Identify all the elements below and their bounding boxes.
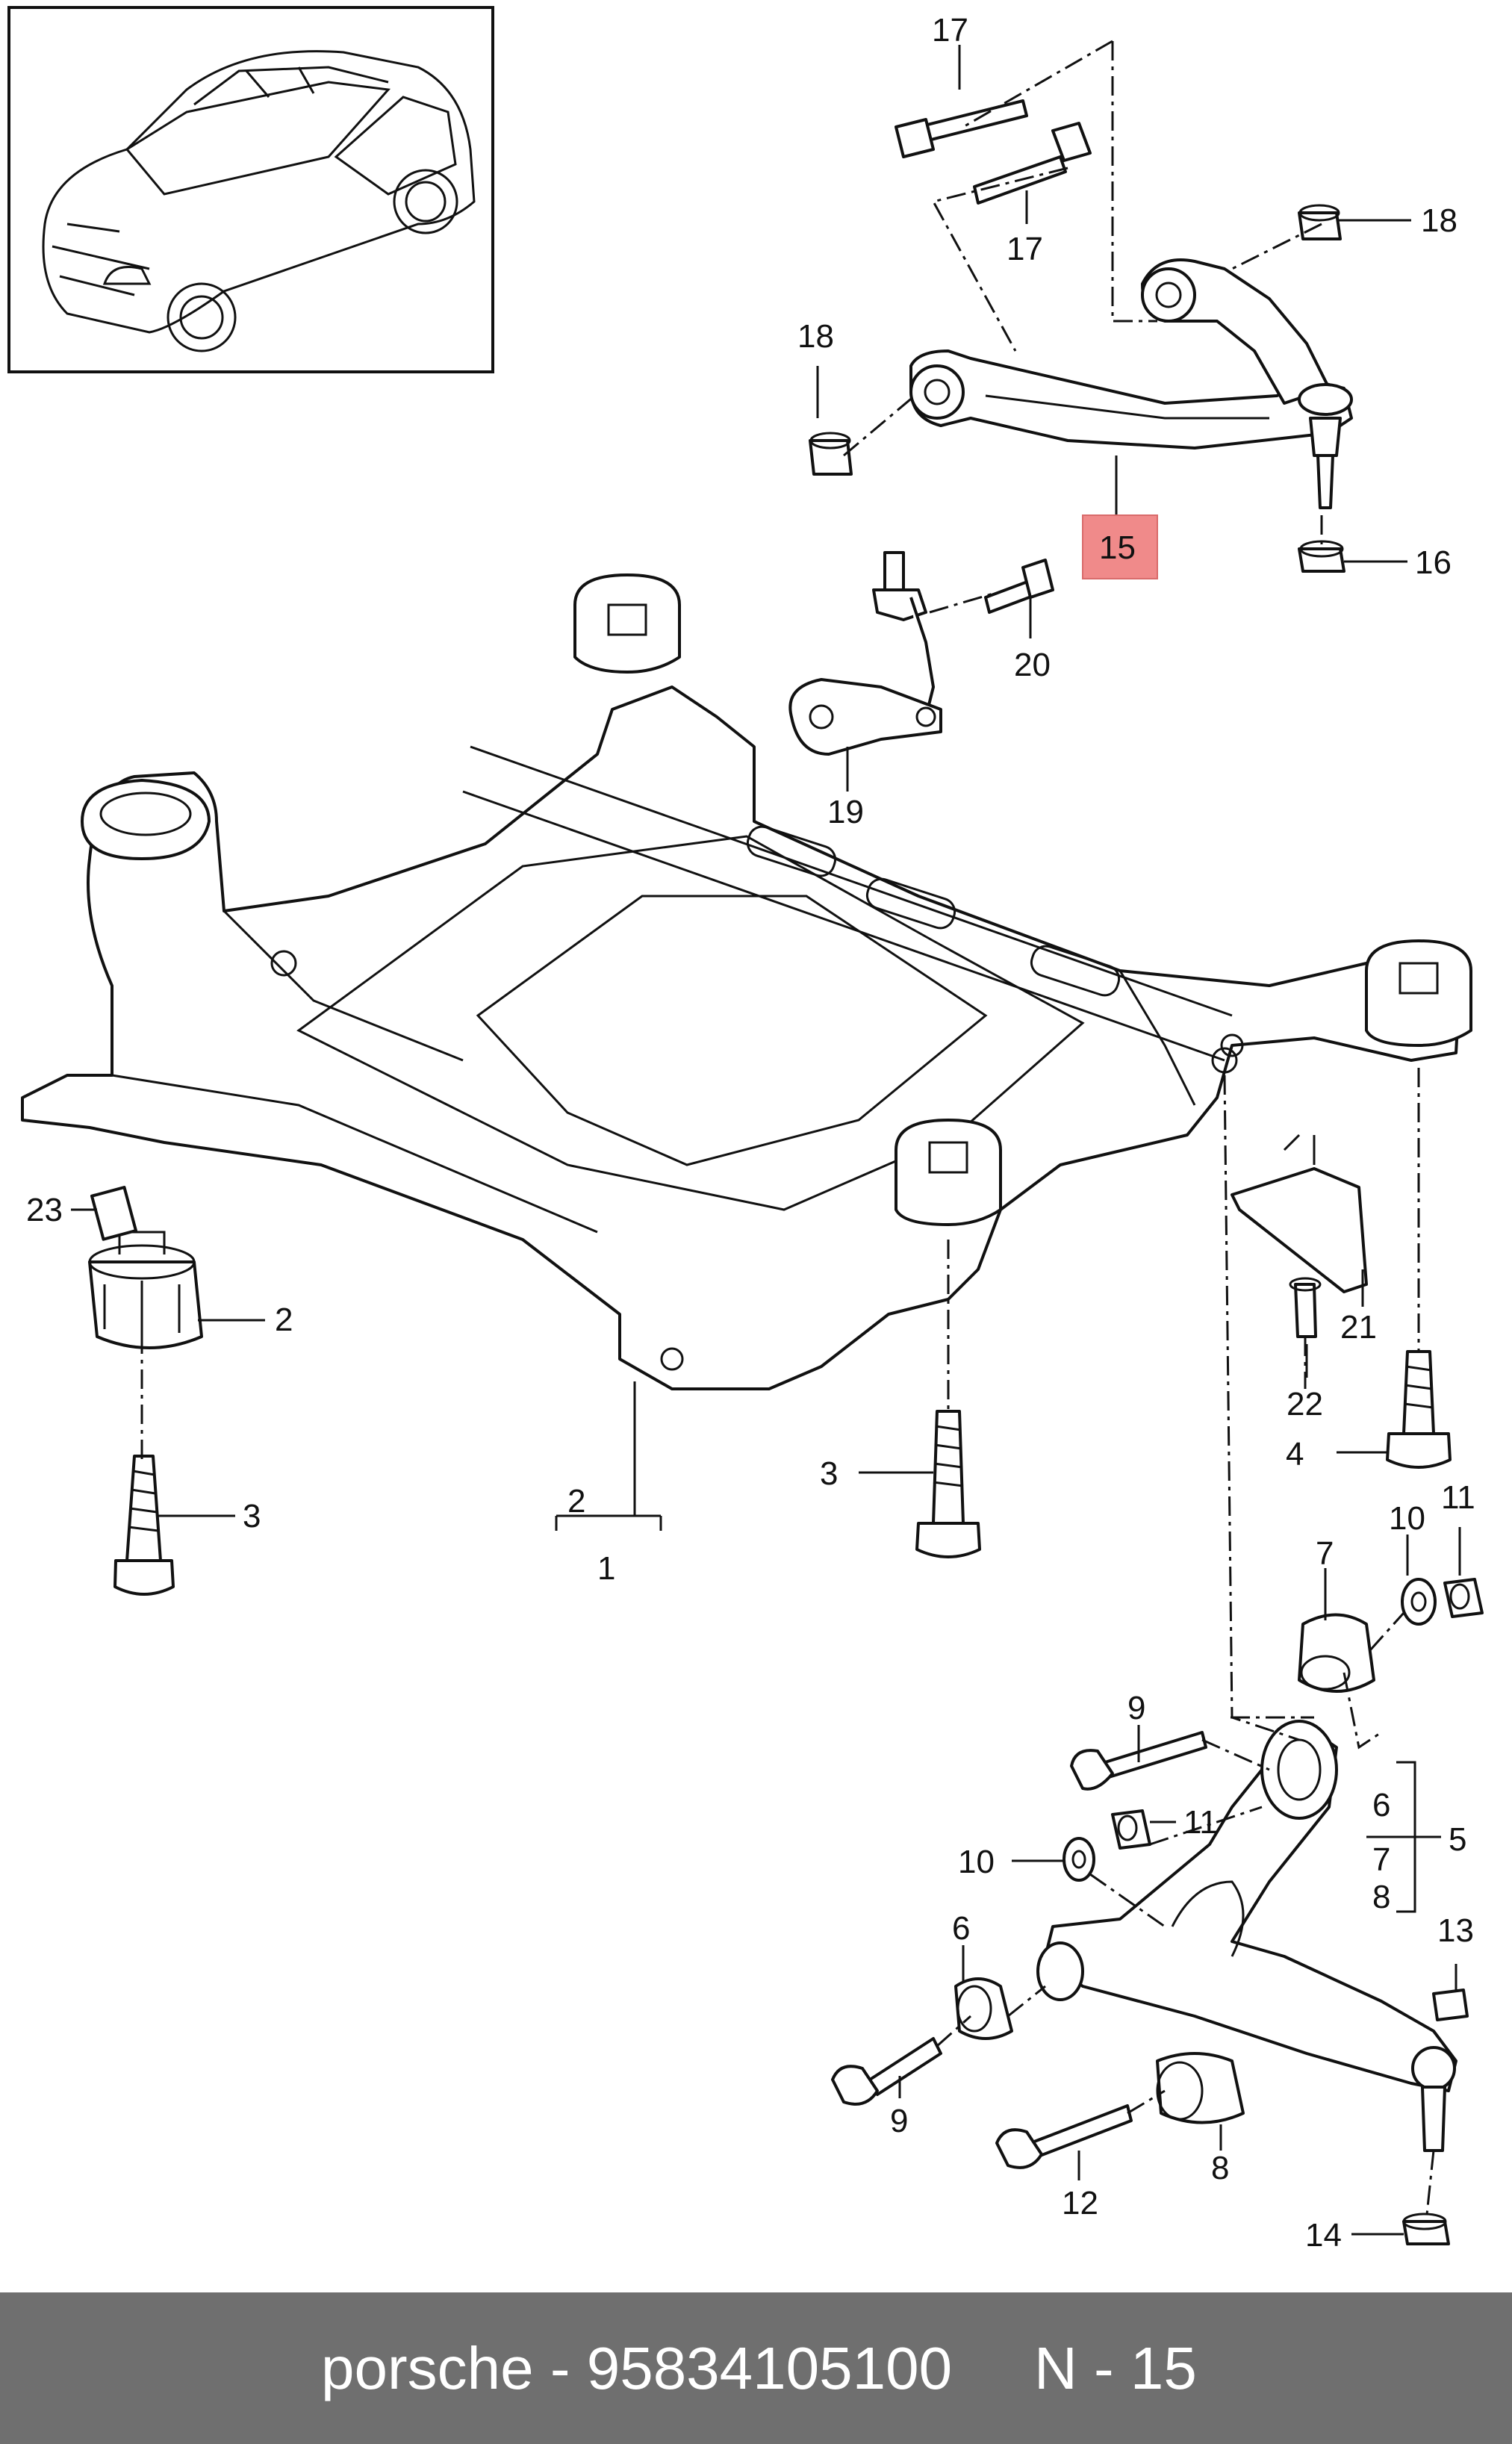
highlight-box — [1082, 514, 1158, 579]
callout-10-top: 10 — [1389, 1500, 1425, 1537]
callout-23: 23 — [26, 1192, 63, 1228]
callout-9-top: 9 — [1127, 1690, 1145, 1726]
callout-5: 5 — [1449, 1821, 1466, 1858]
bushing-7-upper — [1298, 1613, 1375, 1693]
subframe — [21, 573, 1472, 1390]
callout-6-lower: 6 — [952, 1910, 970, 1947]
bushing-8-lower — [1156, 2052, 1245, 2124]
bolt-17-lower — [973, 122, 1092, 205]
level-sensor — [788, 551, 942, 756]
callout-18-right: 18 — [1421, 202, 1457, 239]
subframe-bushing — [88, 1186, 203, 1349]
footer-bar: porsche - 95834105100 N - 15 — [0, 2292, 1512, 2444]
parts-diagram: 17 17 18 18 15 16 20 19 23 2 3 2 1 3 21 … — [7, 6, 1484, 2254]
bolt-9-upper — [1070, 1731, 1207, 1791]
callout-2-center: 2 — [567, 1483, 585, 1520]
nut-11-mid — [1111, 1809, 1151, 1850]
washer-10-upper — [1401, 1578, 1437, 1626]
bracket-21 — [1231, 1134, 1368, 1338]
callout-6-bracket: 6 — [1372, 1787, 1390, 1823]
callout-11-top: 11 — [1441, 1479, 1475, 1516]
callout-2-left: 2 — [275, 1302, 293, 1338]
callout-20: 20 — [1014, 647, 1051, 683]
bolt-17-upper — [895, 99, 1028, 158]
footer-diagram-ref: N - 15 — [1034, 2334, 1197, 2401]
callout-17-mid: 17 — [1007, 231, 1043, 267]
sensor-bolt — [984, 559, 1054, 614]
nut-18-right — [1298, 204, 1342, 240]
bolt-left — [113, 1455, 175, 1596]
callout-1: 1 — [597, 1550, 615, 1587]
upper-control-arm — [909, 258, 1353, 509]
callout-22: 22 — [1287, 1386, 1323, 1422]
washer-10-mid — [1063, 1837, 1095, 1882]
callout-12: 12 — [1062, 2185, 1098, 2221]
callout-11-mid: 11 — [1183, 1804, 1218, 1841]
bolt-center — [915, 1410, 981, 1558]
callout-14: 14 — [1305, 2217, 1342, 2254]
callout-21: 21 — [1340, 1309, 1377, 1346]
bolt-right — [1386, 1350, 1452, 1469]
callout-13: 13 — [1437, 1912, 1474, 1949]
callout-18-left: 18 — [797, 318, 834, 355]
callout-8-bracket: 8 — [1372, 1879, 1390, 1915]
callout-19: 19 — [827, 794, 864, 830]
bolt-12 — [995, 2104, 1133, 2169]
callout-4: 4 — [1286, 1436, 1304, 1473]
callout-17-top: 17 — [932, 12, 968, 49]
lower-control-arm — [1036, 1720, 1457, 2152]
callout-7-bracket: 7 — [1372, 1841, 1390, 1878]
callout-10-mid: 10 — [958, 1844, 995, 1880]
nut-11-upper — [1443, 1578, 1484, 1618]
bolt-9-lower — [831, 2037, 942, 2106]
callout-3-left: 3 — [243, 1498, 261, 1535]
nut-14 — [1402, 2213, 1450, 2245]
callout-7-top: 7 — [1316, 1535, 1334, 1572]
vehicle-thumbnail — [7, 6, 494, 373]
callout-8-lower: 8 — [1211, 2150, 1229, 2186]
callout-9-lower: 9 — [890, 2103, 908, 2139]
nut-13 — [1432, 1989, 1469, 2021]
bushing-6-lower — [954, 1977, 1013, 2040]
callout-labels: 17 17 18 18 15 16 20 19 23 2 3 2 1 3 21 … — [26, 12, 1475, 2254]
nut-18-left — [809, 432, 853, 476]
callout-15: 15 — [1099, 529, 1136, 566]
nut-16 — [1298, 540, 1345, 573]
leader-lines — [71, 40, 1461, 2236]
callout-16: 16 — [1415, 544, 1452, 581]
footer-part-number: porsche - 95834105100 — [321, 2334, 953, 2401]
callout-3-center: 3 — [820, 1455, 838, 1492]
